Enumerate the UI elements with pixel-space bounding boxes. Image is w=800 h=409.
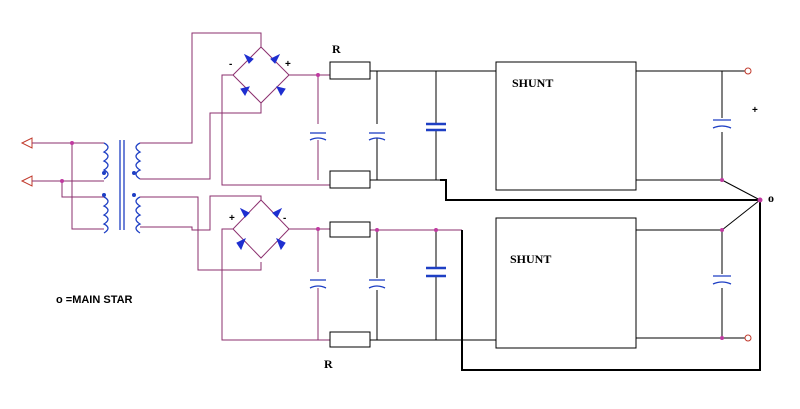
mains-input [20, 137, 104, 230]
shunt-regulator-bottom [495, 217, 637, 349]
top-rail-wiring [221, 70, 760, 201]
resistor-label-bottom: R [324, 357, 333, 371]
main-star-node [757, 197, 763, 203]
primary-winding-bottom [102, 196, 109, 234]
svg-text:+: + [229, 213, 235, 224]
input-terminal-top [20, 137, 33, 149]
output-terminal-bottom [744, 334, 752, 342]
resistor-bottom-lower [329, 331, 371, 348]
shunt-regulator-top [495, 61, 637, 191]
output-plus-marker: + [752, 105, 758, 116]
svg-text:-: - [229, 59, 232, 70]
capacitor-top-1 [309, 132, 327, 141]
bridge-rectifier-top: - + [229, 46, 291, 104]
main-star-legend: o =MAIN STAR [56, 294, 133, 306]
transformer-phase-dots [102, 171, 136, 197]
capacitor-bottom-2 [368, 279, 386, 289]
shunt-label-top: SHUNT [512, 76, 553, 90]
resistor-bottom-upper [329, 221, 371, 238]
bottom-rail-wiring [221, 179, 761, 371]
capacitor-bottom-1 [309, 279, 327, 289]
capacitor-bottom-output [712, 275, 732, 285]
star-node-label: o [768, 191, 774, 205]
svg-text:+: + [285, 59, 291, 70]
primary-winding-top [102, 142, 109, 180]
shunt-label-bottom: SHUNT [510, 252, 551, 266]
svg-text:-: - [283, 213, 286, 224]
secondary-winding-bottom [135, 196, 142, 234]
resistor-label-top: R [332, 42, 341, 56]
capacitor-bottom-3 [426, 266, 446, 278]
capacitor-top-3 [426, 122, 446, 132]
capacitor-top-output [712, 119, 732, 129]
output-terminal-top [744, 67, 752, 75]
resistor-top-upper [329, 61, 371, 80]
junction-dots [60, 73, 724, 340]
secondary-wiring [140, 32, 262, 271]
capacitor-top-2 [368, 132, 386, 141]
bridge-rectifier-bottom: + - [229, 199, 290, 259]
transformer [102, 140, 142, 234]
secondary-winding-top [135, 142, 142, 180]
resistor-top-lower [329, 170, 371, 189]
input-terminal-bottom [20, 175, 33, 187]
